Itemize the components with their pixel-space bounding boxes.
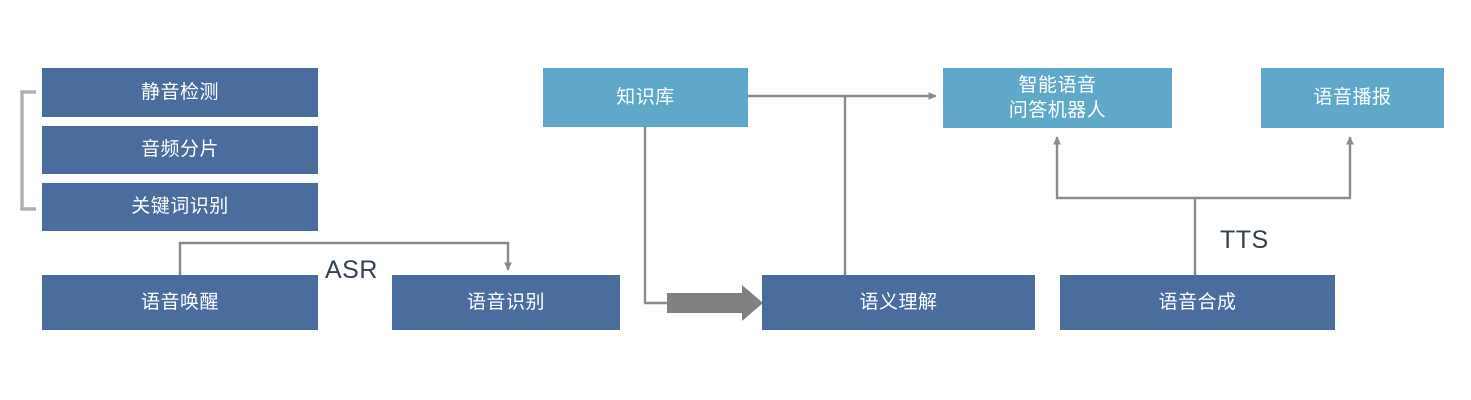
node-label: 关键词识别 bbox=[131, 196, 229, 218]
node-qa-robot[interactable]: 智能语音问答机器人 bbox=[943, 68, 1172, 128]
node-label: 智能语音问答机器人 bbox=[1008, 74, 1107, 121]
node-label: 语音合成 bbox=[1158, 291, 1237, 313]
front-end-group-bracket bbox=[20, 90, 36, 211]
node-label: 语音播报 bbox=[1313, 87, 1392, 109]
node-voice-broadcast[interactable]: 语音播报 bbox=[1261, 68, 1444, 128]
node-label: 静音检测 bbox=[140, 81, 219, 103]
edge-kb-to-semantic bbox=[643, 127, 763, 321]
node-knowledge-base[interactable]: 知识库 bbox=[543, 68, 748, 127]
edge-label-asr-label: ASR bbox=[325, 256, 378, 284]
node-voice-wakeup[interactable]: 语音唤醒 bbox=[42, 275, 318, 330]
node-label: 语音识别 bbox=[466, 291, 545, 313]
edge-synthesis-to-broadcast bbox=[1195, 136, 1354, 200]
node-keyword-spotting[interactable]: 关键词识别 bbox=[42, 183, 318, 231]
node-label: 语音唤醒 bbox=[140, 291, 219, 313]
edge-synthesis-trunk bbox=[1053, 136, 1197, 275]
node-silence-detection[interactable]: 静音检测 bbox=[42, 68, 318, 117]
thick-arrow-to-semantic bbox=[667, 285, 763, 321]
node-label: 知识库 bbox=[616, 86, 675, 108]
node-label: 语义理解 bbox=[859, 291, 938, 313]
node-speech-recognition[interactable]: 语音识别 bbox=[392, 275, 620, 330]
node-semantic-understanding[interactable]: 语义理解 bbox=[762, 275, 1035, 330]
node-speech-synthesis[interactable]: 语音合成 bbox=[1060, 275, 1335, 330]
node-audio-slicing[interactable]: 音频分片 bbox=[42, 126, 318, 174]
node-label: 音频分片 bbox=[140, 139, 219, 161]
edge-label-tts-label: TTS bbox=[1220, 226, 1269, 254]
